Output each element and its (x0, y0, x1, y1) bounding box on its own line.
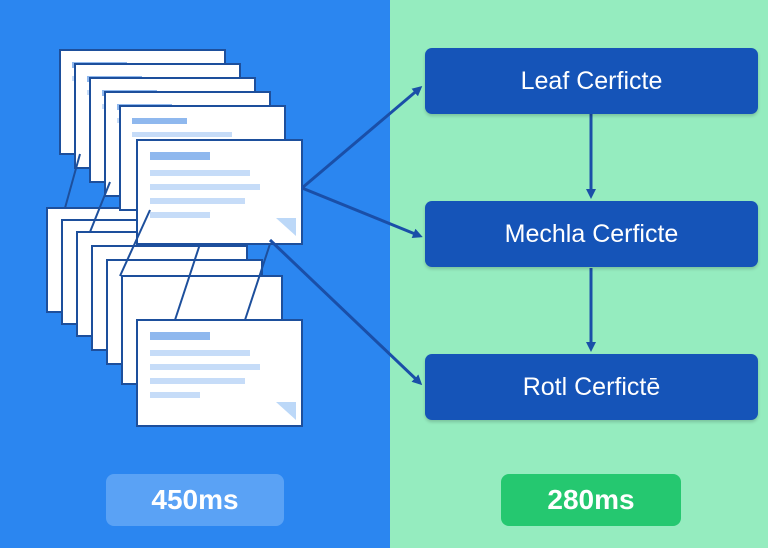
right-timing-value: 280ms (547, 484, 635, 515)
left-timing-value: 450ms (151, 484, 239, 515)
arrow-to-root (268, 238, 423, 386)
right-timing-badge: 280ms (501, 474, 681, 526)
left-timing-badge: 450ms (106, 474, 284, 526)
leaf-certificate-label: Leaf Cerficte (520, 66, 663, 95)
intermediate-certificate-box: Mechla Cerficte (425, 201, 758, 267)
fanout-arrows (268, 86, 423, 386)
intermediate-certificate-label: Mechla Cerficte (504, 219, 679, 248)
arrow-to-leaf (301, 86, 423, 190)
document-icon (136, 139, 303, 245)
document-icon (136, 319, 303, 427)
document-stack-top (59, 49, 303, 245)
arrow-to-intermediate (301, 186, 423, 238)
leaf-certificate-box: Leaf Cerficte (425, 48, 758, 114)
root-certificate-box: Rotl Cerfictē (425, 354, 758, 420)
stack-connector-lines (64, 153, 271, 321)
root-certificate-label: Rotl Cerfictē (522, 372, 661, 401)
